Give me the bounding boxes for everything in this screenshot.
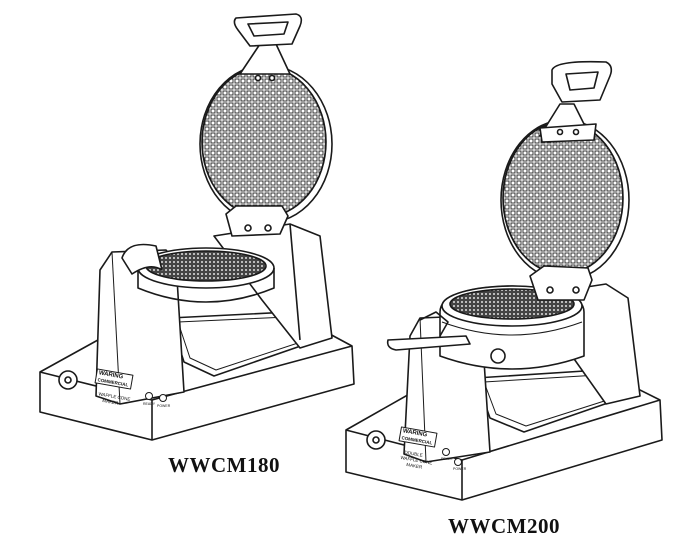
model-label-wwcm200: WWCM200 xyxy=(448,514,560,538)
wwcm200-machine xyxy=(345,60,663,501)
model-label-wwcm180: WWCM180 xyxy=(168,453,280,477)
wwcm200-power-label: POWER xyxy=(453,467,467,471)
wwcm180-brand-bottom: COMMERCIAL xyxy=(97,377,129,387)
wwcm200-brand-top: WARING xyxy=(402,428,428,438)
wwcm180-power-light xyxy=(159,394,167,402)
wwcm200-power-light xyxy=(454,458,462,466)
wwcm200-panel-line2: WAFFLE CONE xyxy=(400,455,433,466)
wwcm180-ready-light xyxy=(145,392,153,400)
wwcm200-brand-bottom: COMMERCIAL xyxy=(401,435,433,445)
wwcm180-power-label: POWER xyxy=(157,404,171,408)
wwcm180-brand-top: WARING xyxy=(98,370,124,380)
wwcm200-panel-line3: MAKER xyxy=(406,462,423,470)
wwcm200-panel-line1: DOUBLE xyxy=(404,450,423,458)
wwcm180-panel-line1: WAFFLE CONE xyxy=(98,391,131,402)
wwcm200-panel-text: WARING COMMERCIAL DOUBLE WAFFLE CONE MAK… xyxy=(400,428,467,471)
wwcm180-machine xyxy=(39,13,355,441)
wwcm180-ready-label: READY xyxy=(143,402,156,406)
wwcm200-ready-label: READY xyxy=(441,457,454,461)
wwcm180-panel-text: WARING COMMERCIAL WAFFLE CONE MAKER READ… xyxy=(97,370,170,408)
wwcm200-ready-light xyxy=(442,448,450,456)
wwcm180-panel-line2: MAKER xyxy=(102,398,119,406)
